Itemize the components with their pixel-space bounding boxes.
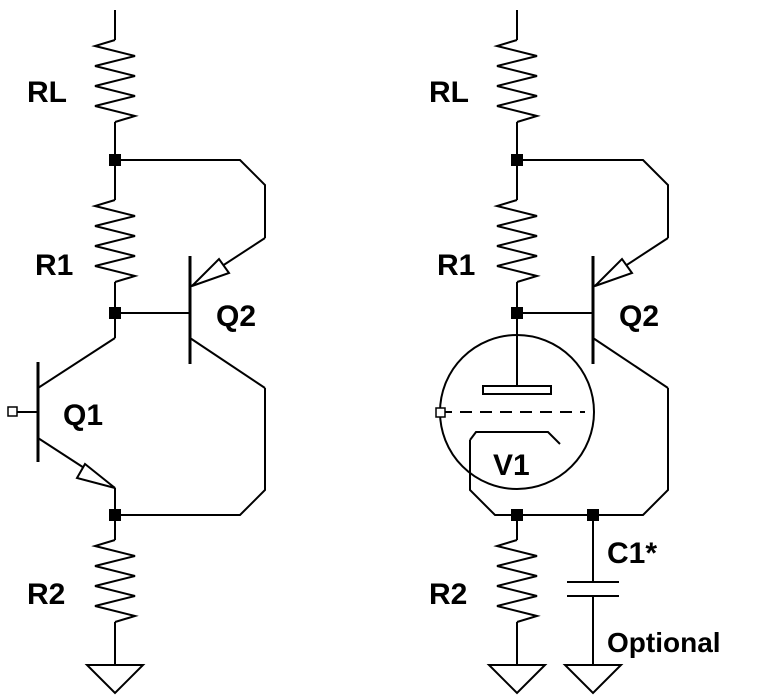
left-label-r1: R1 <box>35 249 73 282</box>
right-wire-cathode <box>469 440 517 516</box>
left-label-q2: Q2 <box>216 300 256 333</box>
left-r2-resistor <box>91 539 139 623</box>
right-r2-resistor <box>493 539 541 623</box>
left-label-q1: Q1 <box>63 399 103 432</box>
right-q2-collector <box>592 337 669 389</box>
right-wire-q2-collector-loop <box>517 388 669 516</box>
left-q2-emitter-arrow <box>191 257 231 287</box>
left-circuit: RL R1 Q2 Q1 R2 <box>7 10 266 695</box>
left-wire-q2-collector-loop <box>115 388 266 516</box>
left-label-rl: RL <box>27 76 67 109</box>
right-r1-resistor <box>493 199 541 283</box>
right-label-q2: Q2 <box>619 300 659 333</box>
right-wire-q2-emitter-loop <box>517 159 669 238</box>
right-label-c1: C1* <box>607 537 657 570</box>
right-label-r2: R2 <box>429 578 467 611</box>
right-label-r1: R1 <box>437 249 475 282</box>
right-circuit: RL R1 Q2 V1 R2 C1* Optional <box>429 10 721 695</box>
left-q1-emitter-arrow <box>75 462 116 489</box>
right-rl-resistor <box>493 39 541 123</box>
left-r1-resistor <box>91 199 139 283</box>
right-q2-emitter-arrow <box>594 257 634 287</box>
left-input-terminal <box>7 406 18 417</box>
left-node-emitter <box>109 509 121 521</box>
right-label-optional: Optional <box>607 627 721 658</box>
left-wire-q2-emitter-loop <box>115 159 266 238</box>
right-v1-cathode <box>469 431 561 445</box>
left-q1-collector <box>37 337 116 389</box>
left-label-r2: R2 <box>27 578 65 611</box>
right-c1-ground-symbol <box>562 664 624 695</box>
left-ground-symbol <box>84 664 146 695</box>
right-v1-plate <box>482 385 552 395</box>
right-ground-symbol <box>486 664 548 695</box>
right-label-v1: V1 <box>493 449 530 482</box>
left-rl-resistor <box>91 39 139 123</box>
right-label-rl: RL <box>429 76 469 109</box>
left-q2-collector <box>189 337 266 389</box>
right-input-terminal <box>435 407 446 418</box>
